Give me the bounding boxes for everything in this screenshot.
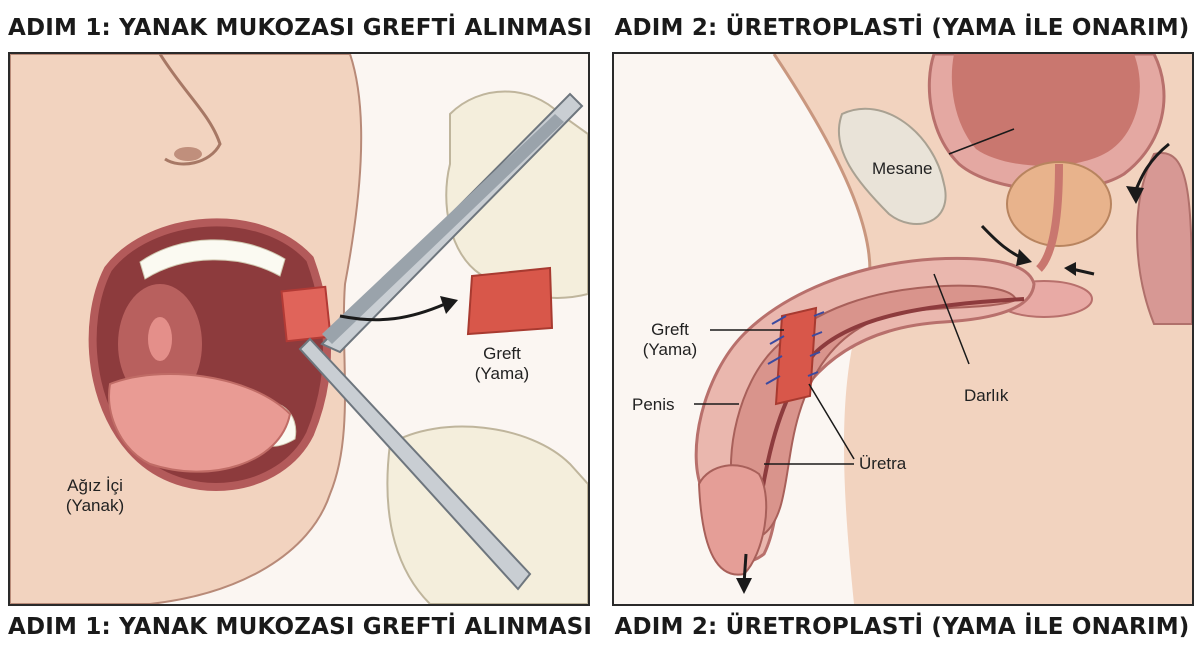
- cheek-graft-illustration: [10, 54, 588, 604]
- urethra-label: Üretra: [859, 454, 907, 473]
- step1-caption: ADIM 1: YANAK MUKOZASI GREFTİ ALINMASI: [8, 614, 593, 640]
- step2-title: ADIM 2: ÜRETROPLASTİ (YAMA İLE ONARIM): [614, 15, 1190, 41]
- penis-label: Penis: [632, 395, 675, 414]
- step1-title: ADIM 1: YANAK MUKOZASI GREFTİ ALINMASI: [8, 15, 593, 41]
- step2-caption: ADIM 2: ÜRETROPLASTİ (YAMA İLE ONARIM): [614, 614, 1190, 640]
- mouth-label-line1: Ağız İçi: [67, 476, 123, 495]
- step1-illustration-panel: Greft (Yama) Ağız İçi (Yanak): [8, 52, 590, 606]
- urethroplasty-illustration: [694, 54, 1192, 604]
- graft-label-line2: (Yama): [474, 364, 530, 383]
- graft-label-line1: Greft: [651, 320, 689, 339]
- mouth-label-line2: (Yanak): [65, 496, 125, 515]
- bladder-label: Mesane: [872, 159, 933, 178]
- graft-label-line2: (Yama): [642, 340, 698, 359]
- graft-label-line1: Greft: [483, 344, 521, 363]
- step2-illustration-panel: Mesane Greft (Yama) Penis Darlık Üretra: [612, 52, 1194, 606]
- stricture-label: Darlık: [964, 386, 1009, 405]
